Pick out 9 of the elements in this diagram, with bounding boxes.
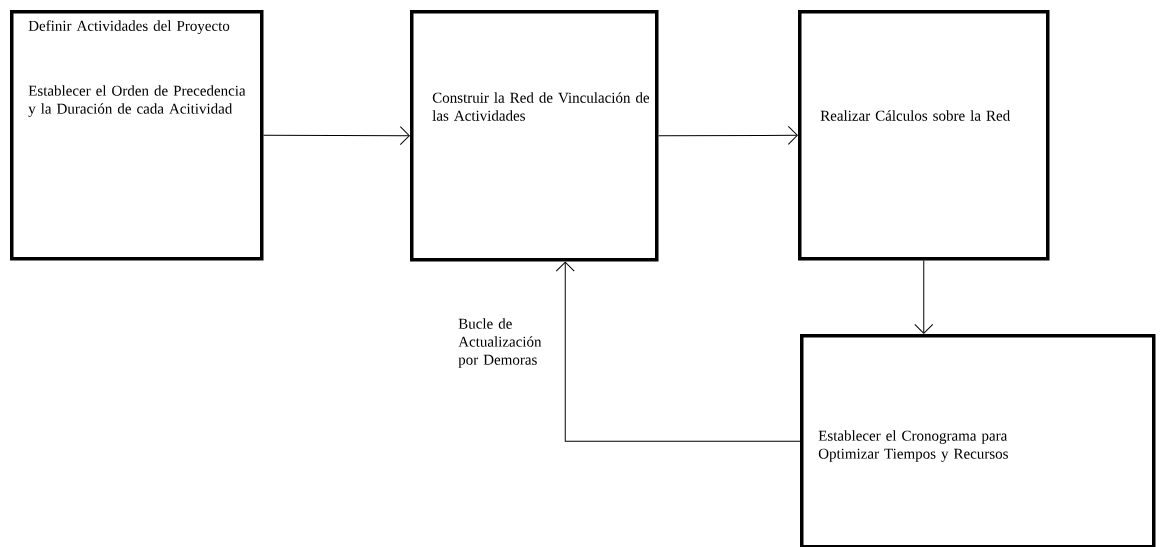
arrow xyxy=(658,125,798,145)
arrow xyxy=(555,261,801,442)
process-box: Realizar Cálculos sobre la Red xyxy=(798,10,1050,261)
process-box: Establecer el Cronograma para Optimizar Tiempos y Recursos xyxy=(800,334,1156,547)
arrow xyxy=(263,126,410,146)
process-box: Construir la Red de Vinculación de las Actividades xyxy=(410,10,659,262)
arrow xyxy=(914,260,934,334)
process-box: Definir Actividades del Proyecto Establecer el Orden de Precedencia y la Duración de cada Acitividad xyxy=(10,10,264,261)
edge-label: Bucle de Actualización por Demoras xyxy=(458,318,559,368)
